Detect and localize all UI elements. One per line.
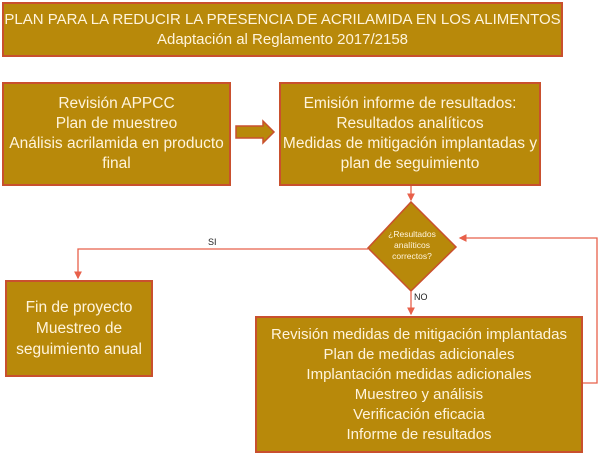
decision-label: ¿Resultados analíticos correctos?: [372, 229, 452, 262]
connector-loop-back: [458, 234, 598, 384]
step-line: Informe de resultados: [346, 425, 492, 443]
decision-line: correctos?: [392, 251, 432, 261]
step-revision-appcc: Revisión APPCC Plan de muestreo Análisis…: [2, 82, 231, 186]
subtitle-text: Adaptación al Reglamento 2017/2158: [156, 30, 409, 48]
no-edge-label: NO: [414, 292, 428, 302]
title-text: PLAN PARA LA REDUCIR LA PRESENCIA DE ACR…: [4, 10, 561, 28]
title-box: PLAN PARA LA REDUCIR LA PRESENCIA DE ACR…: [2, 2, 563, 57]
step-line: Revisión APPCC: [58, 95, 175, 112]
step-line: Muestreo de: [35, 320, 123, 337]
connector-yes-branch: [74, 248, 368, 280]
yes-edge-label: SI: [208, 237, 217, 247]
step-line: Fin de proyecto: [25, 299, 133, 316]
step-emision-informe: Emisión informe de resultados: Resultado…: [279, 82, 541, 186]
step-line: Plan de muestreo: [55, 115, 178, 132]
step-line: Resultados analíticos: [336, 115, 484, 132]
step-fin-proyecto: Fin de proyecto Muestreo de seguimiento …: [5, 280, 153, 377]
step-line: Verificación eficacia: [353, 405, 485, 423]
step-line: final: [102, 155, 131, 172]
step-line: Plan de medidas adicionales: [323, 345, 515, 363]
step-line: seguimiento anual: [16, 341, 142, 358]
step-line: Revisión medidas de mitigación implantad…: [271, 325, 567, 343]
decision-line: ¿Resultados: [388, 229, 436, 239]
step-line: Medidas de mitigación implantadas y: [282, 135, 538, 152]
step-line: Análisis acrilamida en producto: [9, 135, 224, 152]
step-line: plan de seguimiento: [340, 155, 480, 172]
decision-line: analíticos: [394, 240, 430, 250]
step-line: Muestreo y análisis: [354, 385, 484, 403]
step-revision-medidas: Revisión medidas de mitigación implantad…: [255, 316, 583, 453]
block-arrow-step1-to-step2: [235, 119, 276, 145]
step-line: Emisión informe de resultados:: [303, 95, 517, 112]
step-line: Implantación medidas adicionales: [306, 365, 532, 383]
